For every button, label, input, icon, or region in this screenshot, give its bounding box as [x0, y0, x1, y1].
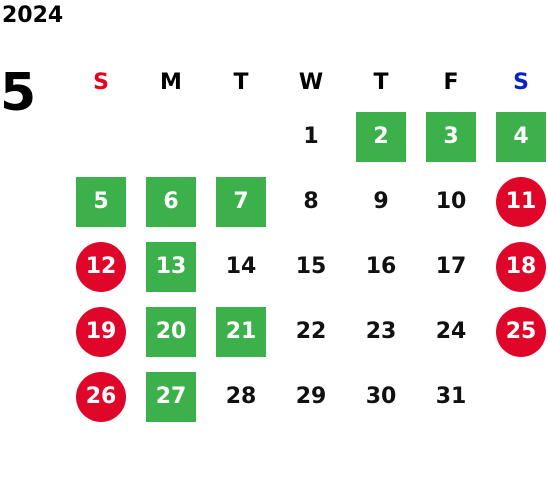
day-number: 31: [435, 384, 467, 409]
day-number: 15: [295, 254, 327, 279]
day-cell[interactable]: 8: [276, 169, 346, 234]
day-number: 14: [225, 254, 257, 279]
day-cell[interactable]: 24: [416, 299, 486, 364]
day-cell[interactable]: 11: [486, 169, 548, 234]
day-cell[interactable]: 26: [66, 364, 136, 429]
day-number-green: 5: [76, 176, 126, 227]
empty-day-cell: [66, 104, 136, 169]
day-number: 29: [295, 384, 327, 409]
day-number-green: 4: [496, 111, 546, 162]
day-cell[interactable]: 30: [346, 364, 416, 429]
day-cell[interactable]: 13: [136, 234, 206, 299]
day-number-green: 3: [426, 111, 476, 162]
calendar-year: 2024: [2, 3, 64, 28]
day-number-red-circle: 11: [496, 176, 546, 227]
weekday-label: F: [443, 69, 459, 95]
day-number-red-circle: 19: [76, 306, 126, 357]
weekday-label: M: [160, 69, 182, 95]
day-cell[interactable]: 10: [416, 169, 486, 234]
day-cell[interactable]: 6: [136, 169, 206, 234]
day-number: 9: [373, 189, 389, 214]
day-number-green: 21: [216, 306, 266, 357]
day-cell[interactable]: 5: [66, 169, 136, 234]
weekday-label: S: [93, 69, 109, 95]
day-number-green: 7: [216, 176, 266, 227]
weekday-label: W: [298, 69, 324, 95]
day-cell[interactable]: 23: [346, 299, 416, 364]
day-cell[interactable]: 28: [206, 364, 276, 429]
calendar-month: 5: [0, 63, 37, 123]
day-cell[interactable]: 21: [206, 299, 276, 364]
day-number: 28: [225, 384, 257, 409]
day-cell[interactable]: 19: [66, 299, 136, 364]
day-cell[interactable]: 12: [66, 234, 136, 299]
day-cell[interactable]: 25: [486, 299, 548, 364]
empty-day-cell: [136, 104, 206, 169]
day-cell[interactable]: 9: [346, 169, 416, 234]
day-number-green: 2: [356, 111, 406, 162]
day-number-green: 13: [146, 241, 196, 292]
day-cell[interactable]: 1: [276, 104, 346, 169]
day-number-red-circle: 12: [76, 241, 126, 292]
weekday-label: T: [373, 69, 389, 95]
day-cell[interactable]: 29: [276, 364, 346, 429]
day-number: 8: [303, 189, 319, 214]
day-cell[interactable]: 31: [416, 364, 486, 429]
day-cell[interactable]: 3: [416, 104, 486, 169]
day-number: 30: [365, 384, 397, 409]
day-number: 16: [365, 254, 397, 279]
day-number: 24: [435, 319, 467, 344]
day-cell[interactable]: 2: [346, 104, 416, 169]
day-number: 10: [435, 189, 467, 214]
day-cell[interactable]: 20: [136, 299, 206, 364]
day-number: 1: [303, 124, 319, 149]
day-cell[interactable]: 7: [206, 169, 276, 234]
day-number: 22: [295, 319, 327, 344]
day-number-green: 20: [146, 306, 196, 357]
day-cell[interactable]: 16: [346, 234, 416, 299]
day-number-green: 6: [146, 176, 196, 227]
day-cell[interactable]: 4: [486, 104, 548, 169]
day-number-red-circle: 18: [496, 241, 546, 292]
day-cell[interactable]: 22: [276, 299, 346, 364]
weekday-label: T: [233, 69, 249, 95]
day-number: 17: [435, 254, 467, 279]
day-cell[interactable]: 27: [136, 364, 206, 429]
day-cell[interactable]: 17: [416, 234, 486, 299]
day-number: 23: [365, 319, 397, 344]
day-cell[interactable]: 14: [206, 234, 276, 299]
weekday-label: S: [513, 69, 529, 95]
day-cell[interactable]: 15: [276, 234, 346, 299]
day-number-green: 27: [146, 371, 196, 422]
day-number-red-circle: 25: [496, 306, 546, 357]
empty-day-cell: [206, 104, 276, 169]
day-cell[interactable]: 18: [486, 234, 548, 299]
day-number-red-circle: 26: [76, 371, 126, 422]
